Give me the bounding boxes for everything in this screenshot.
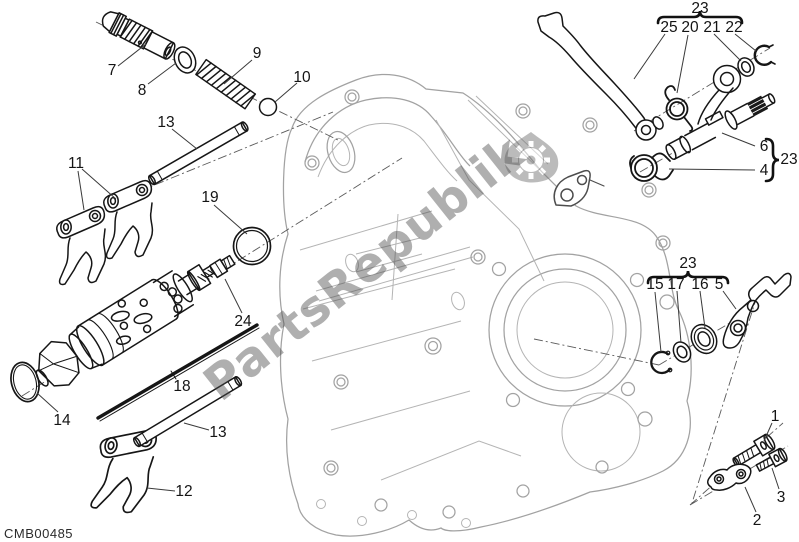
part-number-label-6: 6 — [760, 138, 769, 155]
part-oring-19 — [232, 226, 272, 266]
part-stopper-plate-5 — [722, 272, 792, 349]
diagram-code: CMB00485 — [4, 526, 73, 541]
part-screw-7 — [101, 11, 176, 60]
part-number-label-13: 13 — [157, 114, 174, 131]
part-selector-claw — [553, 169, 605, 207]
part-number-label-4: 4 — [760, 162, 769, 179]
parts-artwork — [10, 11, 792, 519]
part-number-label-13: 13 — [209, 424, 226, 441]
part-fork-11b — [103, 179, 154, 260]
part-stop-plate-2 — [707, 463, 752, 491]
part-screw-1 — [732, 433, 776, 467]
part-number-label-24: 24 — [234, 313, 252, 330]
part-number-label-25: 25 — [660, 19, 677, 36]
part-number-label-5: 5 — [715, 276, 724, 293]
part-number-label-21: 21 — [703, 19, 720, 36]
part-number-label-17: 17 — [667, 276, 684, 293]
part-fork-11a — [56, 205, 107, 286]
group-brackets — [646, 10, 780, 285]
part-number-label-14: 14 — [53, 412, 71, 429]
part-seal-16 — [690, 323, 718, 355]
part-number-label-16: 16 — [691, 276, 708, 293]
part-number-label-12: 12 — [175, 483, 192, 500]
part-ball-10 — [258, 97, 278, 117]
part-lever-25 — [537, 11, 664, 141]
part-spring-20 — [664, 85, 694, 132]
part-number-label-20: 20 — [681, 19, 699, 36]
leader-lines — [36, 33, 780, 513]
part-circlip-15 — [650, 350, 673, 375]
part-number-label-9: 9 — [253, 45, 262, 62]
part-shaft-6 — [665, 64, 777, 161]
part-number-label-23: 23 — [780, 151, 797, 168]
part-oring-14 — [10, 361, 40, 403]
part-number-label-18: 18 — [173, 378, 190, 395]
part-number-label-22: 22 — [725, 19, 742, 36]
part-number-label-23: 23 — [691, 0, 708, 17]
part-detent-24 — [197, 254, 236, 282]
bracket-23-bottom — [646, 270, 730, 285]
gear-drop-logo — [504, 132, 559, 183]
bracket-23-right — [764, 137, 780, 183]
part-washer-8 — [173, 46, 197, 74]
part-rod-18 — [96, 323, 260, 422]
part-number-label-10: 10 — [293, 69, 311, 86]
part-shaft-13-upper — [147, 121, 249, 186]
part-shaft-13-lower — [132, 376, 243, 448]
part-number-label-8: 8 — [138, 82, 147, 99]
part-number-label-7: 7 — [108, 62, 117, 79]
part-number-label-3: 3 — [777, 489, 786, 506]
bolt-holes — [304, 89, 675, 528]
part-washer-21 — [737, 57, 755, 77]
part-number-label-2: 2 — [753, 512, 762, 529]
part-number-label-1: 1 — [771, 408, 780, 425]
part-number-label-19: 19 — [201, 189, 218, 206]
part-number-label-15: 15 — [646, 276, 663, 293]
part-circlip-22 — [753, 44, 776, 66]
part-screw-3 — [755, 447, 788, 472]
part-spring-9 — [195, 58, 257, 110]
part-number-label-11: 11 — [68, 155, 84, 172]
watermark-text: PartsRepublik — [193, 125, 534, 413]
crankcase-artwork — [279, 73, 692, 537]
part-number-label-23: 23 — [679, 255, 696, 272]
watermark: PartsRepublik — [193, 125, 559, 413]
bracket-23-top — [656, 10, 744, 25]
part-spring-4 — [629, 152, 674, 182]
part-washer-17 — [672, 341, 692, 363]
